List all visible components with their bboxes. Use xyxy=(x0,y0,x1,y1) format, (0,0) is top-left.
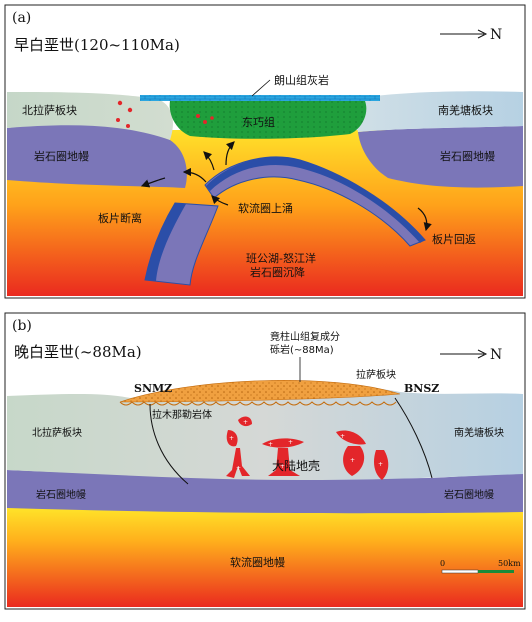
svg-text:+: + xyxy=(340,433,345,440)
langshan-leader xyxy=(251,79,271,97)
lithospheric-mantle-right-a xyxy=(358,126,523,188)
south-qiangtang-label-b: 南羌塘板块 xyxy=(454,426,504,439)
dongqiao-label: 东巧组 xyxy=(242,115,275,129)
mantle-right-label-b: 岩石圈地幔 xyxy=(444,488,494,501)
panel-a: (a) 早白垩世(120~110Ma) N 朗山组灰岩 北拉萨板块 南羌塘板块 … xyxy=(4,4,526,299)
north-lhasa-label-b: 北拉萨板块 xyxy=(32,426,82,439)
langshan-label: 朗山组灰岩 xyxy=(274,73,329,87)
bangong-label-1: 班公湖-怒江洋 xyxy=(246,251,316,265)
panel-b: + + + + + + + + + (b) 晚白垩世(~88Ma) N 竟柱山组复成分 砾岩… xyxy=(4,312,526,610)
north-label-b: N xyxy=(490,347,502,363)
north-lhasa-label-a: 北拉萨板块 xyxy=(22,103,77,117)
asthenosphere-b xyxy=(7,505,523,607)
svg-text:+: + xyxy=(229,435,234,442)
continental-crust-label: 大陆地壳 xyxy=(272,458,320,473)
lhasa-block-label: 拉萨板块 xyxy=(356,368,396,381)
crust-right-a xyxy=(355,91,523,132)
svg-text:+: + xyxy=(350,457,355,464)
upwelling-label: 软流圈上涌 xyxy=(238,201,293,215)
panel-a-title: 早白垩世(120~110Ma) xyxy=(14,36,180,54)
magma-plus-marks: + + + + + + + + + xyxy=(229,419,383,472)
rollback-label: 板片回返 xyxy=(432,232,476,246)
lithospheric-mantle-left-a xyxy=(7,123,187,188)
svg-text:+: + xyxy=(236,465,241,472)
scale-end-label: 50km xyxy=(498,559,521,568)
slab-breakoff-label: 板片断离 xyxy=(98,211,142,225)
snmz-suture-line xyxy=(149,403,189,485)
mantle-left-label-a: 岩石圈地幔 xyxy=(34,149,89,163)
conglomerate-layer xyxy=(119,380,401,403)
limestone-layer xyxy=(140,95,380,101)
svg-text:+: + xyxy=(378,461,383,468)
bnsz-label: BNSZ xyxy=(404,382,439,395)
south-qiangtang-label-a: 南羌塘板块 xyxy=(438,103,493,117)
svg-text:+: + xyxy=(280,463,285,470)
panel-b-tag: (b) xyxy=(12,318,32,334)
jingzhushan-label-1: 竟柱山组复成分 xyxy=(270,330,340,343)
snmz-label: SNMZ xyxy=(134,382,172,395)
bnsz-suture-line xyxy=(394,397,433,479)
lamunale-label: 拉木那勒岩体 xyxy=(152,408,212,421)
crust-left-a xyxy=(7,92,173,140)
svg-text:+: + xyxy=(288,439,293,446)
mantle-left-label-b: 岩石圈地幔 xyxy=(36,488,86,501)
magma-droplets-a xyxy=(116,100,214,128)
dongqiao-basin xyxy=(169,101,367,139)
svg-text:+: + xyxy=(243,419,248,426)
svg-text:+: + xyxy=(268,441,273,448)
jingzhushan-label-2: 砾岩(~88Ma) xyxy=(270,343,334,356)
scale-zero-label: 0 xyxy=(440,559,445,568)
crust-b xyxy=(7,384,523,480)
asthenosphere-label-b: 软流圈地幔 xyxy=(230,555,285,569)
panel-b-title: 晚白垩世(~88Ma) xyxy=(14,343,142,361)
north-arrow-b xyxy=(440,349,488,359)
magma-bodies-b xyxy=(226,416,389,480)
north-label-a: N xyxy=(490,27,502,43)
north-arrow-a xyxy=(440,29,488,39)
bangong-label-2: 岩石圈沉降 xyxy=(250,265,305,279)
broken-slab-crust xyxy=(145,203,186,281)
panel-a-tag: (a) xyxy=(12,10,31,26)
scale-bar xyxy=(441,569,514,574)
mantle-right-label-a: 岩石圈地幔 xyxy=(440,149,495,163)
lithospheric-mantle-b xyxy=(7,470,523,514)
flow-arrows xyxy=(140,141,432,232)
conglomerate-wave xyxy=(119,401,397,406)
